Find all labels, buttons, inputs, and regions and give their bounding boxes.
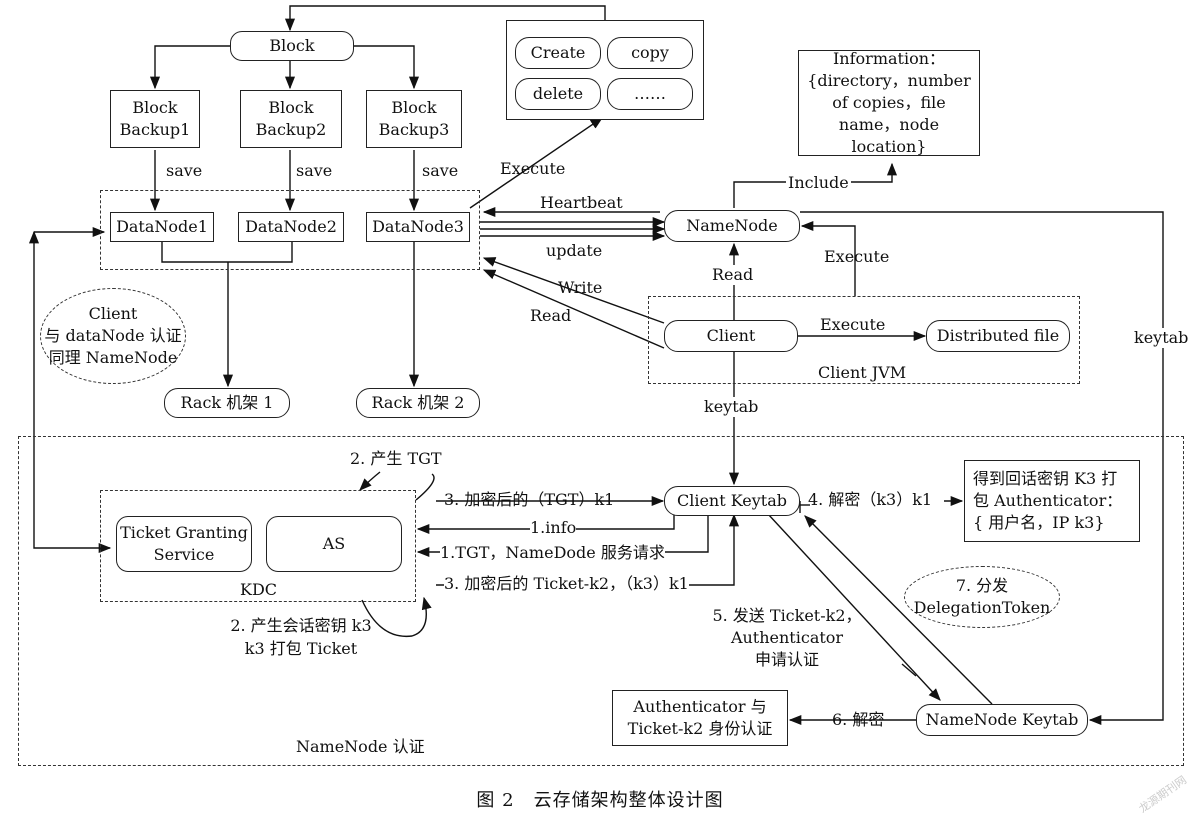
ticket-granting-service[interactable]: Ticket Granting Service (116, 516, 252, 572)
op-delete-label: delete (532, 84, 584, 103)
backup1-label: Block Backup1 (119, 98, 191, 139)
distributed-file-label: Distributed file (936, 326, 1060, 345)
namenode-keytab[interactable]: NameNode Keytab (916, 704, 1088, 736)
as-node[interactable]: AS (266, 516, 402, 572)
authenticator-box: Authenticator 与 Ticket-k2 身份认证 (612, 690, 788, 746)
execute-df-label: Execute (820, 315, 886, 334)
distributed-file[interactable]: Distributed file (926, 320, 1070, 352)
execute-ops-label: Execute (500, 159, 566, 178)
datanode3[interactable]: DataNode3 (366, 212, 470, 242)
edge-write (482, 257, 665, 324)
write-label: Write (558, 278, 603, 297)
client-label: Client (706, 326, 756, 345)
rack2-label: Rack 机架 2 (371, 393, 465, 412)
edge-step2-session (361, 596, 432, 638)
read-dn-label: Read (530, 306, 572, 325)
delegation-text: 7. 分发 DelegationToken (913, 576, 1051, 617)
op-copy[interactable]: copy (607, 37, 693, 69)
edge-keytab-nn (800, 211, 1164, 726)
as-label: AS (322, 534, 346, 553)
delegation-token-note: 7. 分发 DelegationToken (904, 566, 1060, 628)
keytab-nn-label: keytab (1134, 328, 1189, 348)
block-backup3[interactable]: Block Backup3 (366, 90, 462, 148)
backup2-label: Block Backup2 (255, 98, 327, 139)
op-create[interactable]: Create (515, 37, 601, 69)
datanode2-label: DataNode2 (245, 217, 337, 236)
datanode3-label: DataNode3 (372, 217, 464, 236)
edge-block-backup3 (354, 45, 420, 90)
datanode-group (100, 190, 480, 270)
step5-label: 5. 发送 Ticket-k2， Authenticator 申请认证 (712, 606, 862, 669)
session-key-text: 得到回话密钥 K3 打 包 Authenticator： { 用户名，IP k3… (973, 469, 1123, 532)
keytab-client-label: keytab (704, 397, 759, 417)
rack1[interactable]: Rack 机架 1 (164, 388, 290, 418)
step4-label: 4. 解密（k3）k1 (808, 490, 933, 509)
namenode-keytab-label: NameNode Keytab (925, 710, 1079, 729)
kdc-label: KDC (240, 580, 278, 599)
client-jvm-label: Client JVM (818, 363, 907, 382)
step1-info-label: 1.info (530, 518, 577, 538)
block-node[interactable]: Block (230, 31, 354, 61)
namenode[interactable]: NameNode (664, 210, 800, 242)
include-label: Include (786, 173, 851, 193)
datanode2[interactable]: DataNode2 (238, 212, 344, 242)
block-backup1[interactable]: Block Backup1 (110, 90, 200, 148)
execute-nn-label: Execute (824, 247, 890, 266)
save-label-1: save (166, 161, 203, 180)
step3-ticket-label: 3. 加密后的 Ticket-k2，（k3）k1 (444, 574, 689, 594)
edge-read-dn (482, 269, 665, 349)
op-more[interactable]: …… (607, 78, 693, 110)
datanode1[interactable]: DataNode1 (110, 212, 214, 242)
read-nn-label: Read (712, 265, 754, 285)
figure-caption: 图 2 云存储架构整体设计图 (476, 790, 724, 811)
client-keytab-label: Client Keytab (676, 491, 787, 510)
step1-tgt-label: 1.TGT，NameDode 服务请求 (440, 543, 665, 563)
client-auth-note: Client 与 dataNode 认证 同理 NameNode (40, 288, 186, 384)
step2-tgt-label: 2. 产生 TGT (350, 449, 442, 468)
edge-block-backup1 (149, 45, 230, 90)
save-label-2: save (296, 161, 333, 180)
update-label: update (546, 241, 603, 260)
namenode-auth-region (18, 436, 1184, 766)
edge-dn-kdc (28, 230, 112, 554)
edge-step1-info (416, 512, 675, 535)
authenticator-text: Authenticator 与 Ticket-k2 身份认证 (627, 697, 773, 738)
rack1-label: Rack 机架 1 (180, 393, 274, 412)
edge-dn12-rack1 (161, 242, 293, 263)
heartbeat-label: Heartbeat (540, 193, 623, 212)
kdc-group (100, 490, 416, 602)
step2-session-label: 2. 产生会话密钥 k3 k3 打包 Ticket (230, 616, 372, 658)
op-create-label: Create (530, 43, 586, 62)
namenode-label: NameNode (686, 216, 778, 235)
edge-execute-ops (469, 117, 604, 209)
information-text: Information： {directory，number of copies… (807, 49, 971, 156)
edge-ops-block (284, 5, 606, 32)
edge-step5 (767, 513, 941, 701)
rack2[interactable]: Rack 机架 2 (356, 388, 480, 418)
save-label-3: save (422, 161, 459, 180)
edge-delegation (804, 515, 993, 705)
session-key-box: 得到回话密钥 K3 打 包 Authenticator： { 用户名，IP k3… (964, 460, 1140, 542)
op-delete[interactable]: delete (515, 78, 601, 110)
client-auth-text: Client 与 dataNode 认证 同理 NameNode (44, 304, 182, 367)
block-backup2[interactable]: Block Backup2 (240, 90, 342, 148)
client-keytab[interactable]: Client Keytab (664, 486, 800, 516)
region-label: NameNode 认证 (296, 737, 425, 756)
client[interactable]: Client (664, 320, 798, 352)
backup3-label: Block Backup3 (378, 98, 450, 139)
op-copy-label: copy (631, 43, 669, 62)
tgs-label: Ticket Granting Service (120, 523, 248, 564)
datanode1-label: DataNode1 (116, 217, 208, 236)
edge-execute-nn (800, 220, 856, 296)
edge-step2-tgt (359, 471, 381, 491)
step6-label: 6. 解密 (832, 710, 885, 729)
op-more-label: …… (634, 84, 666, 103)
block-label: Block (269, 36, 315, 55)
step3-tgt-label: 3. 加密后的（TGT）k1 (444, 490, 615, 509)
information-box: Information： {directory，number of copies… (798, 49, 980, 156)
client-jvm-group (648, 296, 1080, 384)
